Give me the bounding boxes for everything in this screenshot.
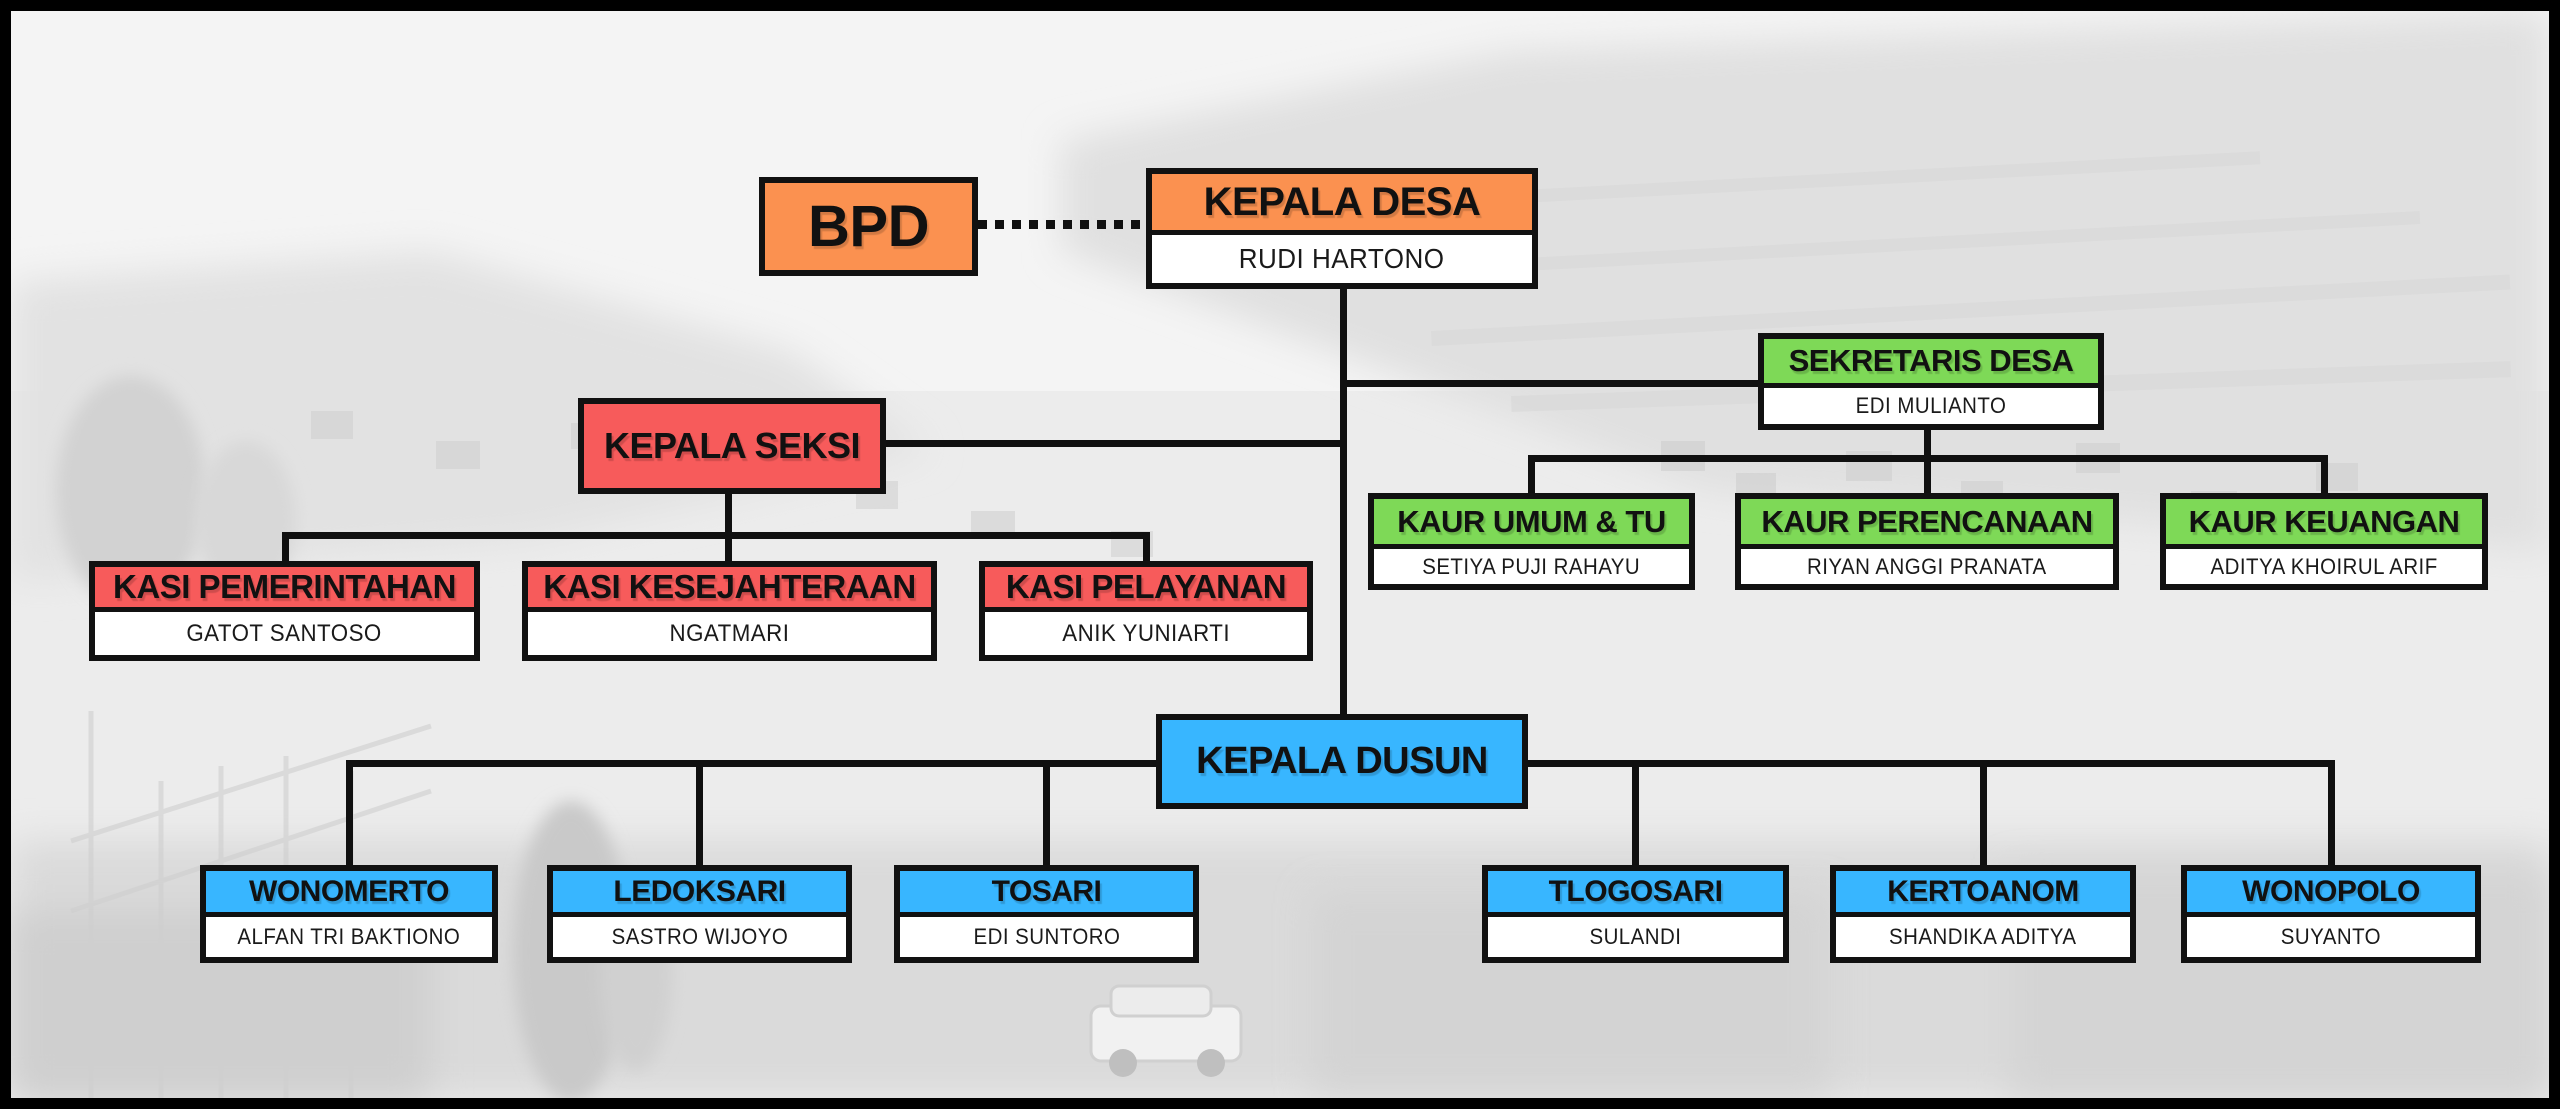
node-name: RUDI HARTONO xyxy=(1152,230,1532,283)
node-name: ALFAN TRI BAKTIONO xyxy=(206,912,492,957)
node-name: EDI SUNTORO xyxy=(900,912,1193,957)
node-dusun-kertoanom: KERTOANOM SHANDIKA ADITYA xyxy=(1830,865,2136,963)
node-title: KASI KESEJAHTERAAN xyxy=(528,567,931,607)
node-name: SHANDIKA ADITYA xyxy=(1836,912,2130,957)
node-dusun-tlogosari: TLOGOSARI SULANDI xyxy=(1482,865,1789,963)
connector-seksi-branch xyxy=(880,440,1347,447)
node-title: LEDOKSARI xyxy=(553,871,846,912)
node-kaur-perencanaan: KAUR PERENCANAAN RIYAN ANGGI PRANATA xyxy=(1735,493,2119,590)
connector-bpd-dotted xyxy=(978,220,1146,229)
node-name: SUYANTO xyxy=(2187,912,2475,957)
node-dusun-ledoksari: LEDOKSARI SASTRO WIJOYO xyxy=(547,865,852,963)
connector-kasi-rail xyxy=(282,532,1150,539)
connector-dusun-right-rail xyxy=(1525,760,2335,767)
node-title: KASI PELAYANAN xyxy=(985,567,1307,607)
node-bpd-label: BPD xyxy=(808,194,929,259)
node-kasi-pemerintahan: KASI PEMERINTAHAN GATOT SANTOSO xyxy=(89,561,480,661)
node-name: GATOT SANTOSO xyxy=(95,607,474,655)
node-title: KASI PEMERINTAHAN xyxy=(95,567,474,607)
node-name: ANIK YUNIARTI xyxy=(985,607,1307,655)
connector-kaur-stub-2 xyxy=(1924,458,1931,499)
node-title: TLOGOSARI xyxy=(1488,871,1783,912)
node-title: KEPALA DESA xyxy=(1152,174,1532,230)
node-kepala-seksi: KEPALA SEKSI xyxy=(578,398,886,494)
connector-dusun-stub-3 xyxy=(1043,763,1050,869)
node-name: SULANDI xyxy=(1488,912,1783,957)
connector-dusun-stub-4 xyxy=(1632,763,1639,869)
node-kepala-dusun-label: KEPALA DUSUN xyxy=(1196,740,1488,782)
connector-dusun-stub-1 xyxy=(346,763,353,869)
node-kasi-pelayanan: KASI PELAYANAN ANIK YUNIARTI xyxy=(979,561,1313,661)
node-sekretaris-desa: SEKRETARIS DESA EDI MULIANTO xyxy=(1758,333,2104,430)
node-name: ADITYA KHOIRUL ARIF xyxy=(2166,544,2482,584)
node-kepala-seksi-label: KEPALA SEKSI xyxy=(603,425,861,466)
connector-kaur-stub-1 xyxy=(1528,458,1535,499)
connector-dusun-stub-5 xyxy=(1980,763,1987,869)
connector-seksi-stub xyxy=(725,490,732,537)
node-bpd: BPD xyxy=(759,177,978,276)
node-title: KAUR PERENCANAAN xyxy=(1741,499,2113,544)
node-title: TOSARI xyxy=(900,871,1193,912)
node-kaur-umum-tu: KAUR UMUM & TU SETIYA PUJI RAHAYU xyxy=(1368,493,1695,590)
node-title: KAUR UMUM & TU xyxy=(1374,499,1689,544)
connector-sekretaris-stub xyxy=(1924,424,1931,460)
node-name: NGATMARI xyxy=(528,607,931,655)
connector-dusun-stub-2 xyxy=(696,763,703,869)
node-name: EDI MULIANTO xyxy=(1764,383,2098,424)
node-title: KERTOANOM xyxy=(1836,871,2130,912)
connector-kasi-stub-2 xyxy=(725,535,732,567)
node-dusun-tosari: TOSARI EDI SUNTORO xyxy=(894,865,1199,963)
connector-dusun-stub-6 xyxy=(2328,763,2335,869)
node-dusun-wonomerto: WONOMERTO ALFAN TRI BAKTIONO xyxy=(200,865,498,963)
connector-trunk xyxy=(1340,287,1347,720)
node-kasi-kesejahteraan: KASI KESEJAHTERAAN NGATMARI xyxy=(522,561,937,661)
node-kepala-dusun: KEPALA DUSUN xyxy=(1156,714,1528,809)
node-kepala-desa: KEPALA DESA RUDI HARTONO xyxy=(1146,168,1538,289)
connector-sekretaris-branch xyxy=(1343,380,1764,387)
node-name: SETIYA PUJI RAHAYU xyxy=(1374,544,1689,584)
connector-dusun-left-rail xyxy=(346,760,1161,767)
connector-kaur-stub-3 xyxy=(2321,458,2328,499)
node-title: WONOPOLO xyxy=(2187,871,2475,912)
node-title: KAUR KEUANGAN xyxy=(2166,499,2482,544)
node-kaur-keuangan: KAUR KEUANGAN ADITYA KHOIRUL ARIF xyxy=(2160,493,2488,590)
node-title: WONOMERTO xyxy=(206,871,492,912)
node-title: SEKRETARIS DESA xyxy=(1764,339,2098,383)
connector-kasi-stub-3 xyxy=(1143,535,1150,567)
node-dusun-wonopolo: WONOPOLO SUYANTO xyxy=(2181,865,2481,963)
node-name: SASTRO WIJOYO xyxy=(553,912,846,957)
connector-kasi-stub-1 xyxy=(282,535,289,567)
node-name: RIYAN ANGGI PRANATA xyxy=(1741,544,2113,584)
